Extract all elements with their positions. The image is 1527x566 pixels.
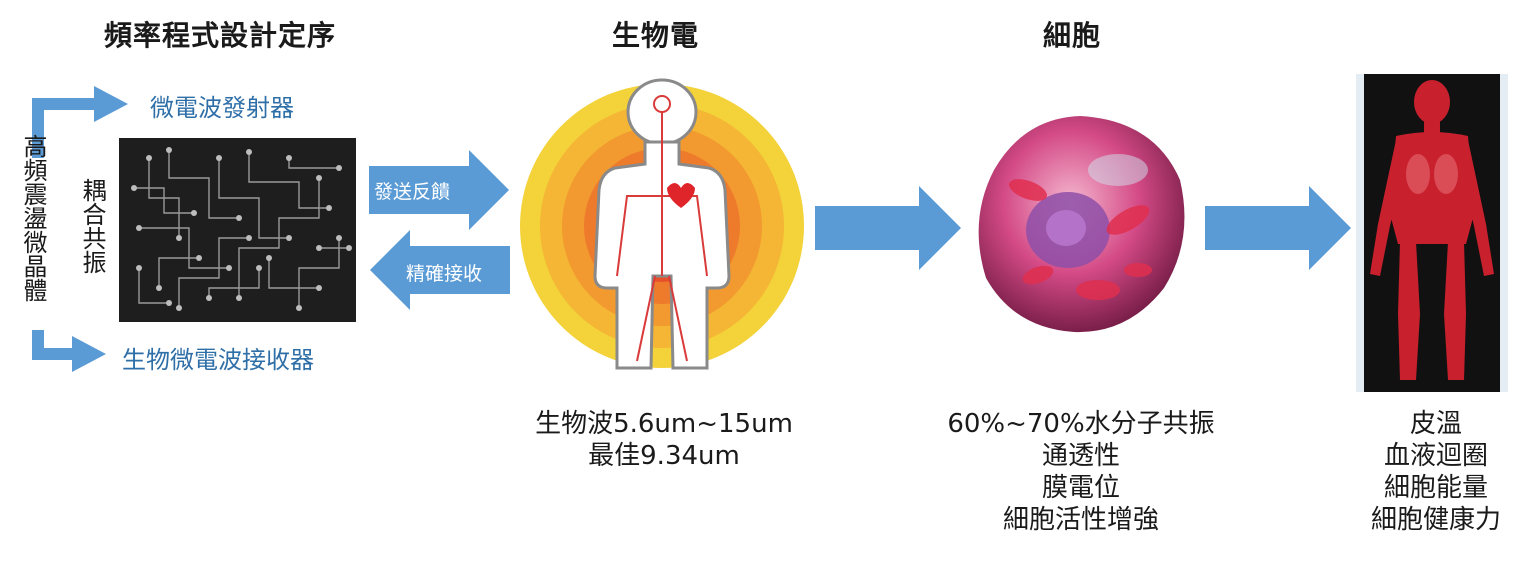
body-caption-line: 細胞能量 [1383, 473, 1488, 503]
body-caption: 皮溫 血液迴圈 細胞能量 細胞健康力 [1356, 408, 1516, 536]
cell-caption-line: 通透性 [1041, 441, 1120, 471]
transmitter-arrow-icon [32, 86, 128, 158]
bioelectric-caption-line: 最佳9.34um [588, 441, 740, 471]
cell-caption-line: 細胞活性增強 [1002, 505, 1159, 535]
precise-receive-label: 精確接收 [406, 263, 483, 285]
send-feedback-arrow-icon [369, 150, 509, 230]
cell-caption-line: 膜電位 [1041, 473, 1120, 503]
body-caption-line: 血液迴圈 [1383, 441, 1488, 471]
circuit-board-image [119, 138, 356, 322]
bioelectric-body-image [520, 78, 804, 370]
flow-arrow-1-icon [815, 186, 961, 270]
cell-caption-line: 60%~70%水分子共振 [947, 409, 1215, 439]
heart-icon [667, 183, 695, 208]
send-feedback-label: 發送反饋 [374, 181, 451, 203]
bioelectric-caption: 生物波5.6um~15um 最佳9.34um [490, 408, 838, 472]
receiver-label: 生物微電波接收器 [122, 346, 314, 374]
bioelectric-caption-line: 生物波5.6um~15um [535, 409, 793, 439]
crystal-oscillator-label: 高頻震盪微晶體 [19, 134, 47, 302]
heading-frequency-programming: 頻率程式設計定序 [104, 19, 337, 52]
human-circulation-image [1356, 74, 1508, 392]
cell-image [978, 116, 1185, 333]
transmitter-label: 微電波發射器 [150, 94, 294, 122]
cell-caption: 60%~70%水分子共振 通透性 膜電位 細胞活性增強 [920, 408, 1242, 536]
body-caption-line: 細胞健康力 [1370, 505, 1501, 535]
receiver-arrow-icon [32, 330, 106, 372]
heading-bioelectric: 生物電 [612, 19, 700, 52]
coupling-resonance-label: 耦合共振 [78, 178, 106, 274]
heading-cell: 細胞 [1043, 19, 1102, 52]
flow-arrow-2-icon [1205, 186, 1351, 270]
body-caption-line: 皮溫 [1409, 409, 1462, 439]
precise-receive-arrow-icon [370, 230, 510, 310]
